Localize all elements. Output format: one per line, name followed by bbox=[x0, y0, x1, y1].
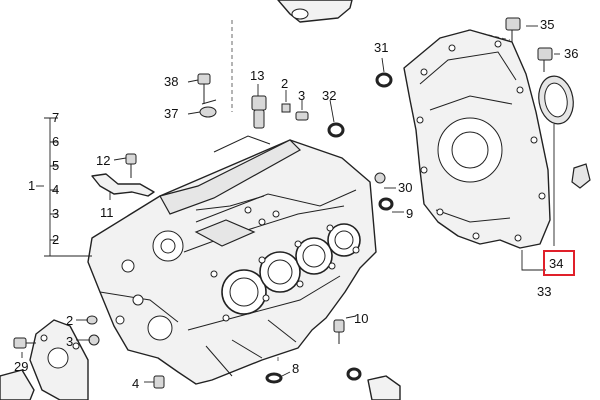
callout-4[interactable]: 4 bbox=[52, 182, 60, 197]
sleeve-part bbox=[571, 163, 591, 189]
bolt-12 bbox=[125, 153, 137, 178]
o-ring-32 bbox=[327, 122, 345, 138]
bolt-35 bbox=[505, 17, 521, 42]
o-ring-8 bbox=[265, 372, 283, 384]
bolt-10 bbox=[333, 319, 345, 344]
bracket-37 bbox=[199, 99, 217, 118]
o-ring-31 bbox=[375, 72, 393, 88]
callout-36[interactable]: 36 bbox=[564, 46, 579, 61]
callout-9[interactable]: 9 bbox=[406, 206, 414, 221]
callout-12[interactable]: 12 bbox=[96, 153, 111, 168]
callout-4-bottom[interactable]: 4 bbox=[132, 376, 140, 391]
callout-7[interactable]: 7 bbox=[52, 110, 60, 125]
bracket-11 bbox=[91, 173, 155, 197]
group-bracket bbox=[44, 117, 51, 257]
plug-13 bbox=[251, 95, 267, 129]
drain-plug bbox=[367, 375, 401, 400]
seal-ring-34 bbox=[538, 75, 574, 125]
ball-2-bottom bbox=[86, 315, 98, 325]
lead-38 bbox=[187, 79, 199, 83]
lead-8 bbox=[281, 371, 291, 377]
callout-34-highlight bbox=[543, 250, 575, 276]
callout-33[interactable]: 33 bbox=[537, 284, 552, 299]
callout-34[interactable]: 34 bbox=[549, 256, 564, 271]
callout-35[interactable]: 35 bbox=[540, 17, 555, 32]
callout-32[interactable]: 32 bbox=[322, 88, 337, 103]
lead-33 bbox=[521, 250, 546, 271]
callout-8[interactable]: 8 bbox=[292, 361, 300, 376]
callout-29[interactable]: 29 bbox=[14, 359, 29, 374]
cap-3-top bbox=[295, 111, 309, 121]
callout-31[interactable]: 31 bbox=[374, 40, 389, 55]
front-plate bbox=[0, 319, 89, 400]
end-cover bbox=[403, 29, 551, 249]
sleeve-30 bbox=[374, 172, 386, 184]
callout-3-top[interactable]: 3 bbox=[298, 88, 306, 103]
top-housing bbox=[277, 0, 353, 23]
crankcase bbox=[87, 135, 377, 385]
o-ring-lower bbox=[346, 367, 362, 381]
callout-2-bottom[interactable]: 2 bbox=[66, 313, 74, 328]
callout-11[interactable]: 11 bbox=[100, 205, 114, 220]
callout-5[interactable]: 5 bbox=[52, 158, 60, 173]
callout-3-bottom[interactable]: 3 bbox=[66, 334, 74, 349]
callout-2-top[interactable]: 2 bbox=[281, 76, 289, 91]
bolt-36 bbox=[537, 47, 553, 72]
callout-6[interactable]: 6 bbox=[52, 134, 60, 149]
callout-30[interactable]: 30 bbox=[398, 180, 413, 195]
callout-1[interactable]: 1 bbox=[28, 178, 36, 193]
ball-2-top bbox=[281, 103, 291, 113]
cap-3-bottom bbox=[88, 334, 100, 346]
lead-12 bbox=[113, 157, 127, 161]
callout-10[interactable]: 10 bbox=[354, 311, 369, 326]
bolt-38 bbox=[197, 73, 211, 104]
o-ring-9 bbox=[378, 197, 394, 211]
callout-13[interactable]: 13 bbox=[250, 68, 265, 83]
lead-32 bbox=[329, 99, 335, 123]
lead-31 bbox=[381, 57, 385, 73]
lead-10 bbox=[345, 315, 357, 319]
bolt-29 bbox=[13, 337, 36, 349]
callout-2[interactable]: 2 bbox=[52, 232, 60, 247]
callout-38[interactable]: 38 bbox=[164, 74, 179, 89]
plug-4 bbox=[153, 375, 165, 389]
lead-37 bbox=[187, 111, 201, 115]
group-ticks bbox=[50, 117, 58, 241]
callout-37[interactable]: 37 bbox=[164, 106, 179, 121]
callout-3[interactable]: 3 bbox=[52, 206, 60, 221]
